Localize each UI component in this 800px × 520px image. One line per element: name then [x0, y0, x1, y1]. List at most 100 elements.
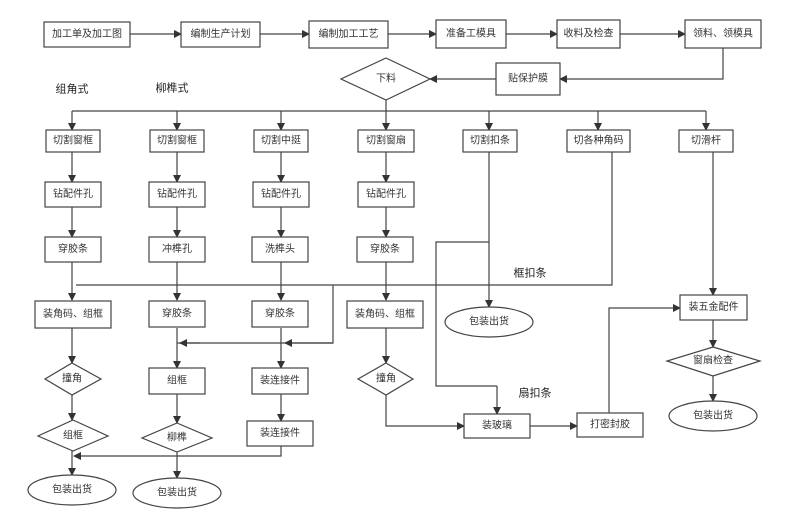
col2-frame-step: 组框: [148, 367, 206, 395]
node-shape: [251, 236, 309, 263]
drill-row: 钻配件孔 钻配件孔 钻配件孔 钻配件孔: [44, 181, 415, 208]
node-label: 装角码、组框: [355, 307, 415, 320]
row-six: 装角码、组框 穿胶条 穿胶条 装角码、组框: [34, 300, 424, 329]
node-label: 打密封胶: [590, 418, 630, 431]
node-label: 准备工模具: [446, 27, 496, 40]
node-shape: [668, 400, 758, 432]
node-label: 钻配件孔: [366, 187, 406, 200]
node-shape: [44, 181, 102, 208]
node-shape: [180, 21, 261, 48]
label-sash-strip: 扇扣条: [519, 386, 552, 400]
protect-film-step: 贴保护膜: [495, 62, 561, 96]
node-label: 包装出货: [157, 486, 197, 499]
node-label: 洗榫头: [265, 242, 295, 255]
node-label: 穿胶条: [370, 242, 400, 255]
node-shape: [34, 300, 112, 329]
node-shape: [246, 420, 314, 447]
node-shape: [148, 300, 206, 328]
node-shape: [665, 346, 763, 377]
node-shape: [45, 129, 101, 153]
node-shape: [566, 129, 631, 153]
node-shape: [435, 19, 507, 49]
node-label: 切各种角码: [574, 134, 624, 147]
connectors: [68, 30, 724, 479]
node-label: 装连接件: [260, 374, 300, 387]
node-shape: [678, 129, 734, 153]
node-shape: [252, 181, 310, 208]
connector-arrow: [608, 304, 681, 413]
node-shape: [132, 477, 222, 509]
col3-connector-step-2: 装连接件: [246, 420, 314, 447]
node-label: 撞角: [62, 372, 82, 385]
col1-pack-terminal: 包装出货: [27, 474, 117, 506]
node-shape: [357, 181, 415, 208]
node-shape: [251, 300, 309, 328]
node-label: 窗扇检查: [693, 354, 733, 367]
node-shape: [253, 129, 309, 153]
strip-pack-terminal: 包装出货: [444, 306, 534, 338]
label-mortise-type: 柳榫式: [156, 81, 189, 95]
step-process: 编制加工工艺: [308, 20, 389, 49]
node-shape: [679, 294, 748, 321]
step-receive: 收料及检查: [556, 19, 621, 49]
step-tools: 准备工模具: [435, 19, 507, 49]
connector-arrow: [559, 47, 724, 83]
node-shape: [444, 306, 534, 338]
node-label: 穿胶条: [58, 242, 88, 255]
node-shape: [356, 362, 415, 396]
node-label: 切割中挺: [261, 134, 301, 147]
node-label: 钻配件孔: [53, 187, 93, 200]
node-label: 撞角: [376, 372, 396, 385]
connector-arrow: [385, 395, 465, 430]
step-order: 加工单及加工图: [43, 21, 131, 48]
row-five: 穿胶条 冲榫孔 洗榫头 穿胶条: [44, 236, 414, 263]
node-label: 包装出货: [693, 409, 733, 422]
node-label: 包装出货: [52, 483, 92, 496]
node-label: 切割窗框: [53, 134, 93, 147]
label-corner-type: 组角式: [56, 82, 89, 96]
node-shape: [308, 20, 389, 49]
connector-arrow: [73, 446, 282, 460]
node-label: 装玻璃: [482, 419, 512, 432]
node-label: 收料及检查: [564, 27, 614, 40]
node-label: 编制加工工艺: [319, 27, 379, 40]
node-label: 编制生产计划: [191, 27, 251, 40]
node-label: 贴保护膜: [508, 72, 548, 85]
col1-assemble-decision: 组框: [36, 419, 110, 452]
cut-decision: 下料: [339, 57, 432, 101]
node-shape: [251, 367, 309, 395]
col4-crimp-decision: 撞角: [356, 362, 415, 396]
node-label: 组框: [63, 429, 83, 442]
node-label: 切滑杆: [691, 135, 721, 147]
node-shape: [339, 57, 432, 101]
node-shape: [148, 181, 206, 208]
node-shape: [149, 129, 205, 153]
inspect-decision: 窗扇检查: [665, 346, 763, 377]
node-label: 穿胶条: [162, 307, 192, 320]
node-label: 领料、领模具: [693, 27, 753, 40]
node-label: 装五金配件: [689, 300, 739, 313]
node-shape: [357, 129, 415, 153]
node-shape: [140, 422, 214, 453]
col2-pack-terminal: 包装出货: [132, 477, 222, 509]
node-label: 装角码、组框: [43, 307, 103, 320]
col2-mortise-decision: 柳榫: [140, 422, 214, 453]
node-label: 钻配件孔: [261, 187, 301, 200]
glass-step: 装玻璃: [463, 413, 531, 439]
node-shape: [43, 362, 103, 396]
node-shape: [684, 19, 762, 49]
node-shape: [356, 236, 414, 263]
node-label: 装连接件: [260, 426, 300, 439]
node-shape: [148, 236, 206, 263]
step-collect: 领料、领模具: [684, 19, 762, 49]
node-label: 切割窗扇: [366, 134, 406, 147]
node-shape: [556, 19, 621, 49]
node-shape: [346, 300, 424, 329]
top-row: 加工单及加工图 编制生产计划 编制加工工艺 准备工模具 收料及检查 领料、领模具: [43, 19, 762, 49]
node-shape: [27, 474, 117, 506]
final-pack-terminal: 包装出货: [668, 400, 758, 432]
col3-connector-step-1: 装连接件: [251, 367, 309, 395]
node-label: 柳榫: [167, 431, 187, 444]
cut-row: 切割窗框 切割窗框 切割中挺 切割窗扇 切割扣条 切各种角码 切滑杆: [45, 129, 734, 153]
